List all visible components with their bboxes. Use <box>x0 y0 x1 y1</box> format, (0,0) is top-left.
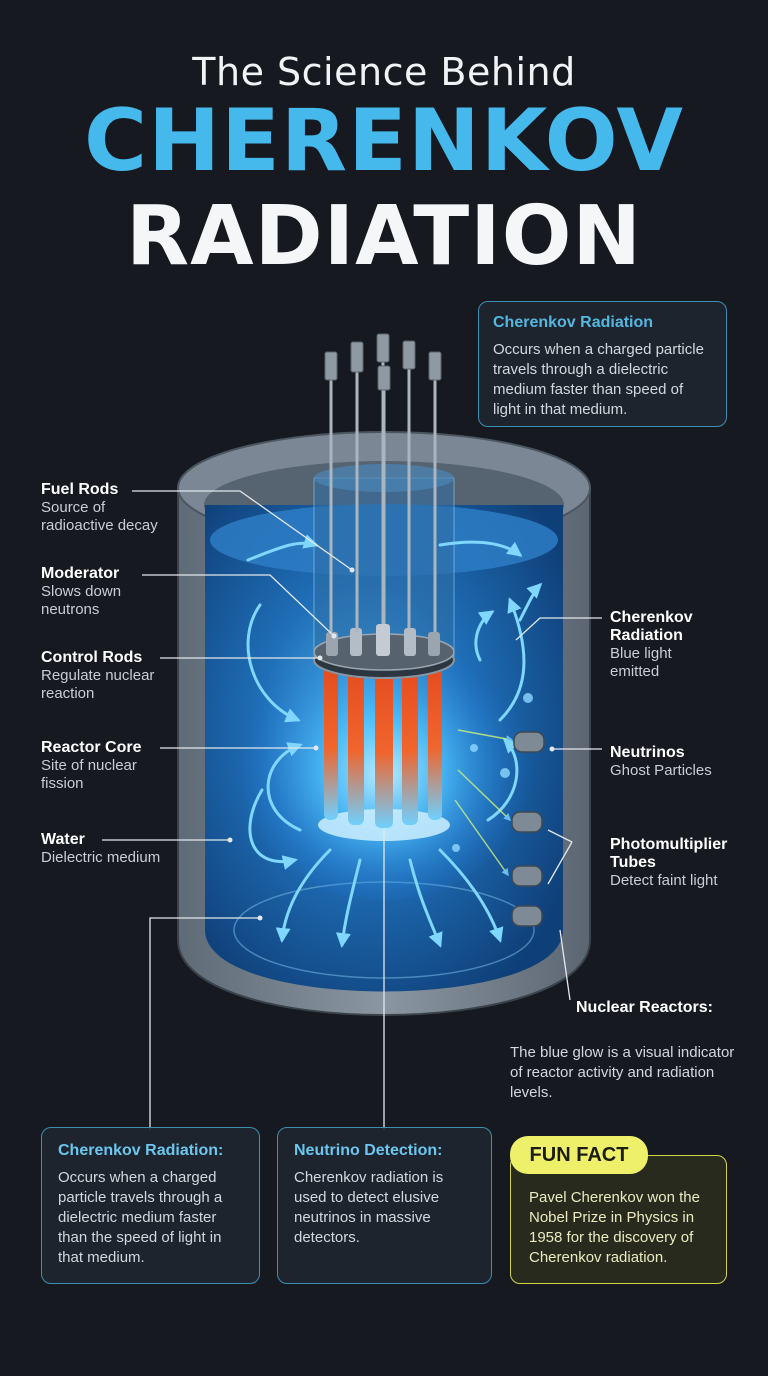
light-rays <box>454 729 514 877</box>
bottom-box-title: Neutrino Detection: <box>294 1142 443 1159</box>
label-moderator: Moderator Slows down neutrons <box>41 565 151 619</box>
label-control-rods: Control Rods Regulate nuclear reaction <box>41 649 171 703</box>
label-title: Reactor Core <box>41 739 142 756</box>
control-rods <box>313 624 455 679</box>
neutrino-particles <box>452 693 533 852</box>
fun-fact-box: Pavel Cherenkov won the Nobel Prize in P… <box>510 1155 727 1284</box>
title-line-2: CHERENKOV <box>84 91 684 191</box>
label-fuel-rods: Fuel Rods Source of radioactive decay <box>41 481 171 535</box>
bottom-box-title: Cherenkov Radiation: <box>58 1142 224 1159</box>
fun-fact-text: Pavel Cherenkov won the Nobel Prize in P… <box>529 1189 700 1266</box>
label-title: Photomultiplier Tubes <box>610 836 728 871</box>
label-neutrinos: Neutrinos Ghost Particles <box>610 744 740 780</box>
fuel-rods <box>318 660 450 841</box>
bottom-box-text: Cherenkov radiation is used to detect el… <box>294 1169 444 1246</box>
label-title: Water <box>41 831 85 848</box>
rod-caps <box>324 333 442 391</box>
leader-lines <box>102 490 602 1130</box>
title-line-3: RADIATION <box>125 189 643 284</box>
label-title: Neutrinos <box>610 744 685 761</box>
label-cherenkov-radiation: Cherenkov Radiation Blue light emitted <box>610 609 710 681</box>
label-water: Water Dielectric medium <box>41 831 191 867</box>
bottom-box-cherenkov: Cherenkov Radiation: Occurs when a charg… <box>41 1127 260 1284</box>
label-title: Moderator <box>41 565 120 582</box>
info-box-cherenkov: Cherenkov Radiation Occurs when a charge… <box>478 301 727 427</box>
label-sub: Ghost Particles <box>610 762 712 779</box>
label-sub: Dielectric medium <box>41 849 161 866</box>
label-sub: Site of nuclear fission <box>41 757 137 792</box>
bottom-box-neutrino: Neutrino Detection: Cherenkov radiation … <box>277 1127 492 1284</box>
label-sub: Regulate nuclear reaction <box>41 667 155 702</box>
info-box-title: Cherenkov Radiation <box>493 314 654 331</box>
title-line-1: The Science Behind <box>192 50 576 94</box>
label-sub: Slows down neutrons <box>41 583 122 618</box>
photomultiplier-tubes <box>511 731 545 927</box>
label-title: Control Rods <box>41 649 143 666</box>
label-sub: Blue light emitted <box>610 645 672 680</box>
nuclear-reactors-title: Nuclear Reactors: <box>576 999 713 1016</box>
nuclear-reactors-text: The blue glow is a visual indicator of r… <box>510 1044 735 1101</box>
water-flow-arrows <box>246 534 543 948</box>
info-box-text: Occurs when a charged particle travels t… <box>493 341 704 418</box>
label-reactor-core: Reactor Core Site of nuclear fission <box>41 739 156 793</box>
fun-fact-badge: FUN FACT <box>510 1136 648 1174</box>
leader-dots <box>227 567 555 921</box>
label-title: Fuel Rods <box>41 481 119 498</box>
label-sub: Detect faint light <box>610 872 718 889</box>
label-title: Cherenkov Radiation <box>610 609 693 644</box>
rod-shafts <box>329 355 437 632</box>
label-sub: Source of radioactive decay <box>41 499 158 534</box>
label-photomultiplier-tubes: Photomultiplier Tubes Detect faint light <box>610 836 750 890</box>
bottom-box-text: Occurs when a charged particle travels t… <box>58 1169 223 1266</box>
